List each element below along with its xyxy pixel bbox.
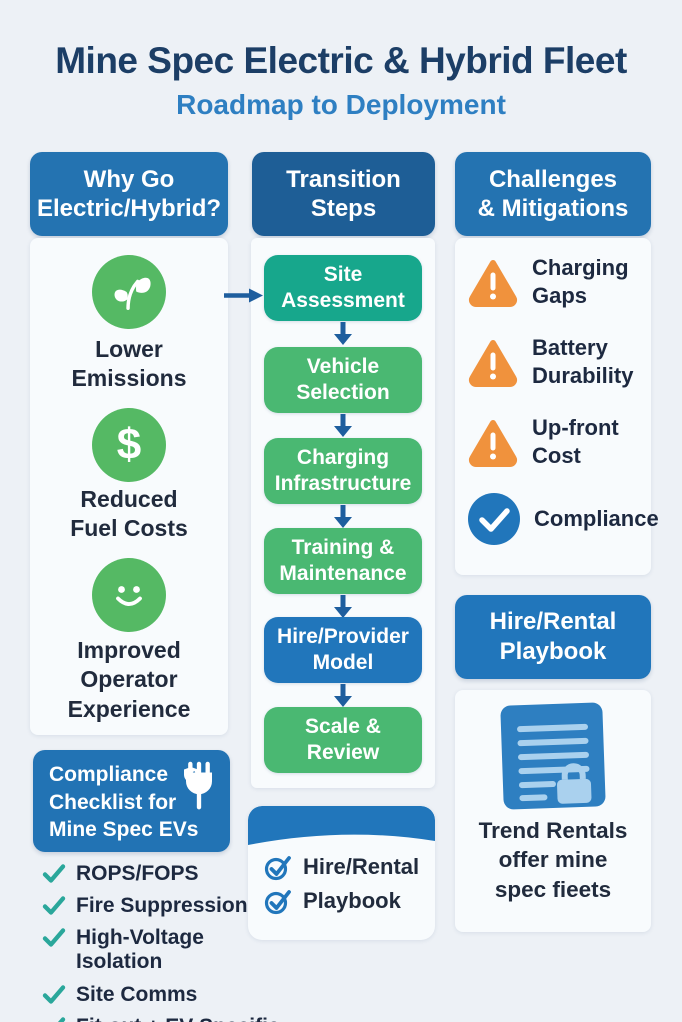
checklist-label: Fit-out + EV Specific <box>76 1015 280 1022</box>
warning-icon <box>469 419 517 467</box>
checklist-item-fit-out: Fit-out + EV Specific <box>42 1015 280 1022</box>
check-icon <box>42 928 66 947</box>
compliance-checklist-title: Compliance Checklist for Mine Spec EVs <box>49 763 199 842</box>
footer-list: Hire/Rental Playbook <box>264 853 419 915</box>
column-header-why: Why Go Electric/Hybrid? <box>30 152 228 236</box>
challenge-up-front-cost: Up-front Cost <box>467 414 619 469</box>
circled-check-icon <box>264 890 291 915</box>
curved-band <box>248 806 435 845</box>
step-scale-review: Scale & Review <box>264 707 422 773</box>
right-arrow-icon <box>224 288 263 303</box>
checklist-label: Site Comms <box>76 982 198 1006</box>
playbook-title: Hire/Rental Playbook <box>489 608 617 665</box>
check-icon <box>42 864 66 883</box>
challenge-charging-gaps: Charging Gaps <box>467 254 629 309</box>
column-header-why-label: Why Go Electric/Hybrid? <box>36 165 222 222</box>
benefit-label-operator-experience: Improved Operator Experience <box>67 637 191 722</box>
step-charging-infrastructure: Charging Infrastructure <box>264 438 422 504</box>
step-label: Site Assessment <box>281 262 405 312</box>
footer-item-label: Playbook <box>303 888 401 913</box>
footer-item-playbook: Playbook <box>264 887 419 915</box>
warning-icon <box>469 339 517 387</box>
hire-rental-playbook-header: Hire/Rental Playbook <box>455 595 651 679</box>
challenges-card: Charging Gaps Battery Durability Up-fron… <box>455 238 659 575</box>
warning-icon <box>469 259 517 307</box>
compliance-checklist: ROPS/FOPS Fire Suppression High-Voltage … <box>42 862 280 1022</box>
checklist-item-rops-fops: ROPS/FOPS <box>42 862 272 886</box>
compliance-checklist-box: Compliance Checklist for Mine Spec EVs <box>33 750 230 852</box>
benefit-label-lower-emissions: Lower Emissions <box>71 336 187 392</box>
dollar-icon: $ <box>92 408 166 482</box>
footer-item-label: Hire/Rental <box>303 854 420 879</box>
hire-rental-footer-card: Hire/Rental Playbook <box>248 806 435 940</box>
check-icon <box>42 984 66 1004</box>
smiley-icon <box>92 558 166 632</box>
page-subtitle: Roadmap to Deployment <box>176 89 506 120</box>
checklist-item-high-voltage-isolation: High-Voltage Isolation <box>42 926 272 974</box>
benefit-label-reduced-fuel-costs: Reduced Fuel Costs <box>70 486 188 542</box>
challenge-label: Up-front Cost <box>532 415 619 468</box>
step-label: Training & Maintenance <box>279 535 407 585</box>
step-hire-provider-model: Hire/Provider Model <box>264 617 422 683</box>
challenge-label: Compliance <box>534 506 659 532</box>
footer-item-hire-rental: Hire/Rental <box>264 853 419 881</box>
challenge-compliance: Compliance <box>467 492 659 546</box>
challenge-battery-durability: Battery Durability <box>467 334 633 389</box>
step-label: Charging Infrastructure <box>274 445 412 495</box>
page-title: Mine Spec Electric & Hybrid Fleet <box>55 40 627 81</box>
down-arrow-icon <box>334 322 352 345</box>
checklist-label: High-Voltage Isolation <box>76 926 204 974</box>
step-training-maintenance: Training & Maintenance <box>264 528 422 594</box>
step-label: Vehicle Selection <box>296 354 390 404</box>
step-label: Hire/Provider Model <box>277 624 409 674</box>
check-icon <box>57 1017 66 1022</box>
column-header-transition-label: Transition Steps <box>286 165 401 222</box>
down-arrow-icon <box>334 684 352 707</box>
step-label: Scale & Review <box>305 714 381 764</box>
dollar-symbol: $ <box>116 420 142 469</box>
down-arrow-icon <box>334 414 352 437</box>
check-circle-icon <box>468 493 520 545</box>
leaf-icon <box>92 255 166 329</box>
transition-steps-card: Site Assessment Vehicle Selection Chargi… <box>251 238 435 788</box>
checklist-item-site-comms: Site Comms <box>42 983 272 1007</box>
trend-rentals-card: Trend Rentals offer mine spec fieets <box>455 690 651 932</box>
column-header-challenges: Challenges & Mitigations <box>455 152 651 236</box>
ev-plug-icon <box>186 761 212 810</box>
challenge-label: Battery Durability <box>532 335 634 388</box>
step-site-assessment: Site Assessment <box>264 255 422 321</box>
checklist-label: ROPS/FOPS <box>76 862 199 885</box>
down-arrow-icon <box>334 595 352 618</box>
benefits-card: Lower Emissions $ Reduced Fuel Costs Imp… <box>30 238 228 735</box>
trend-rentals-note: Trend Rentals offer mine spec fieets <box>478 818 628 902</box>
check-icon <box>42 896 66 915</box>
document-lock-icon <box>500 702 606 810</box>
checklist-label: Fire Suppression <box>76 894 248 918</box>
column-header-challenges-label: Challenges & Mitigations <box>477 165 629 222</box>
checklist-item-fire-suppression: Fire Suppression <box>42 894 272 918</box>
step-vehicle-selection: Vehicle Selection <box>264 347 422 413</box>
challenge-label: Charging Gaps <box>532 255 629 308</box>
circled-check-icon <box>264 856 291 881</box>
column-header-transition: Transition Steps <box>252 152 435 236</box>
down-arrow-icon <box>334 505 352 528</box>
